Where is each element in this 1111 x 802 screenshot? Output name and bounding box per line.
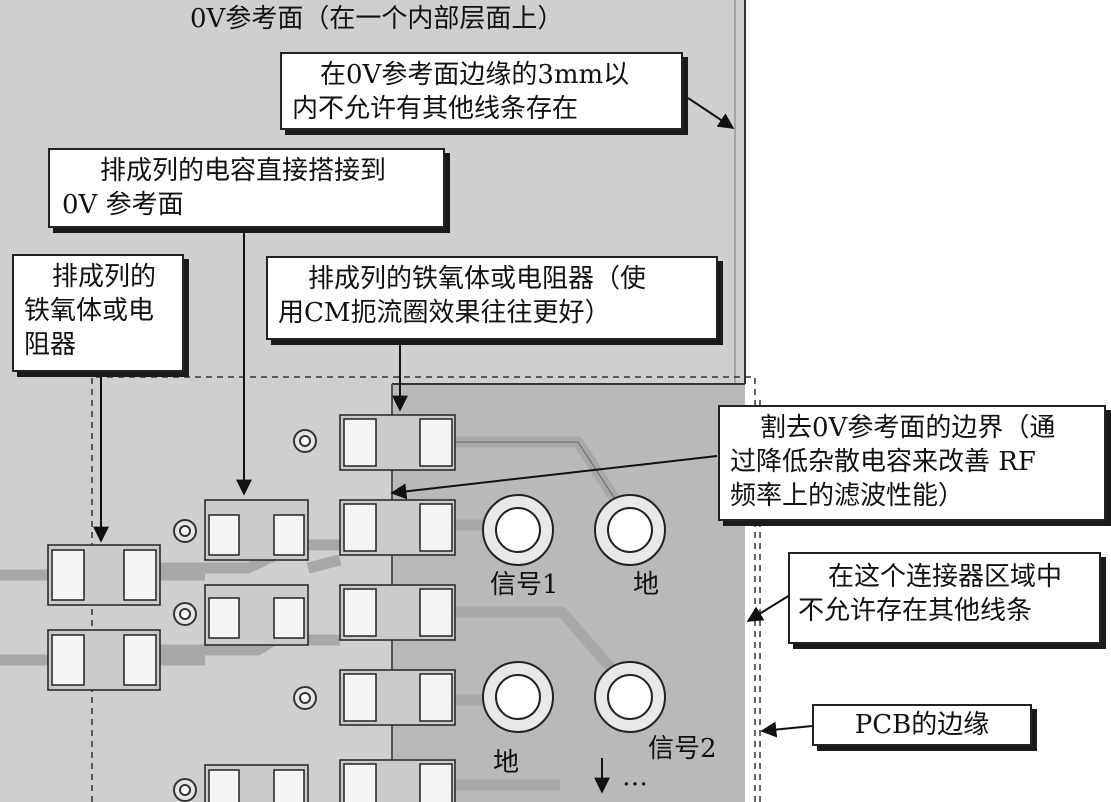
component-grid xyxy=(47,414,456,802)
callout-ferrite-right-line1: 排成列的铁氧体或电阻器（使 xyxy=(308,264,647,294)
callout-pcb-edge: PCB的边缘 xyxy=(812,704,1032,746)
arrow-connector xyxy=(746,594,791,622)
label-ground1: 地 xyxy=(633,570,660,600)
callout-pcb-edge-text: PCB的边缘 xyxy=(854,710,990,740)
label-signal2: 信号2 xyxy=(648,734,717,764)
callout-cutback-line3: 频率上的滤波性能） xyxy=(730,481,965,511)
callout-connector-line1: 在这个连接器区域中 xyxy=(828,562,1063,592)
traces xyxy=(0,436,635,791)
callout-ferrite-left: 排成列的 铁氧体或电 阻器 xyxy=(12,254,184,372)
label-signal1: 信号1 xyxy=(490,570,559,600)
label-ground2: 地 xyxy=(493,748,520,778)
trace-row4 xyxy=(0,634,340,666)
trace-row3 xyxy=(0,539,340,581)
arrow-cutback xyxy=(390,455,718,500)
arrow-keepout xyxy=(687,97,735,129)
arrows xyxy=(93,97,813,794)
plane-title: 0V参考面（在一个内部层面上） xyxy=(190,4,564,34)
connector-pins xyxy=(482,494,666,733)
callout-cutback-line1: 割去0V参考面的边界（通 xyxy=(760,413,1056,443)
callout-ferrite-left-line3: 阻器 xyxy=(24,330,77,360)
via-pads xyxy=(173,429,317,802)
trace-row1-outline xyxy=(455,441,631,523)
callout-cutback: 割去0V参考面的边界（通 过降低杂散电容来改善 RF 频率上的滤波性能） xyxy=(718,405,1106,521)
callout-ferrite-right-line2: 用CM扼流圈效果往往更好） xyxy=(278,298,611,328)
callout-capacitors-line2: 0V 参考面 xyxy=(62,190,184,220)
callout-connector-line2: 不允许存在其他线条 xyxy=(798,596,1033,626)
callout-ferrite-right: 排成列的铁氧体或电阻器（使 用CM扼流圈效果往往更好） xyxy=(266,256,718,340)
callout-cutback-line2: 过降低杂散电容来改善 RF xyxy=(730,447,1036,477)
callout-keepout-line1: 在0V参考面边缘的3mm以 xyxy=(320,60,630,90)
callout-connector-area: 在这个连接器区域中 不允许存在其他线条 xyxy=(788,552,1101,644)
arrow-pcb-edge xyxy=(760,721,813,738)
callout-ferrite-left-line1: 排成列的 xyxy=(52,262,157,292)
callout-capacitors-line1: 排成列的电容直接搭接到 xyxy=(100,156,387,186)
callout-capacitors: 排成列的电容直接搭接到 0V 参考面 xyxy=(48,148,445,228)
callout-keepout-3mm: 在0V参考面边缘的3mm以 内不允许有其他线条存在 xyxy=(280,52,683,130)
label-ellipsis: … xyxy=(622,762,648,792)
callout-ferrite-left-line2: 铁氧体或电 xyxy=(24,296,155,326)
callout-keepout-line2: 内不允许有其他线条存在 xyxy=(292,94,579,124)
